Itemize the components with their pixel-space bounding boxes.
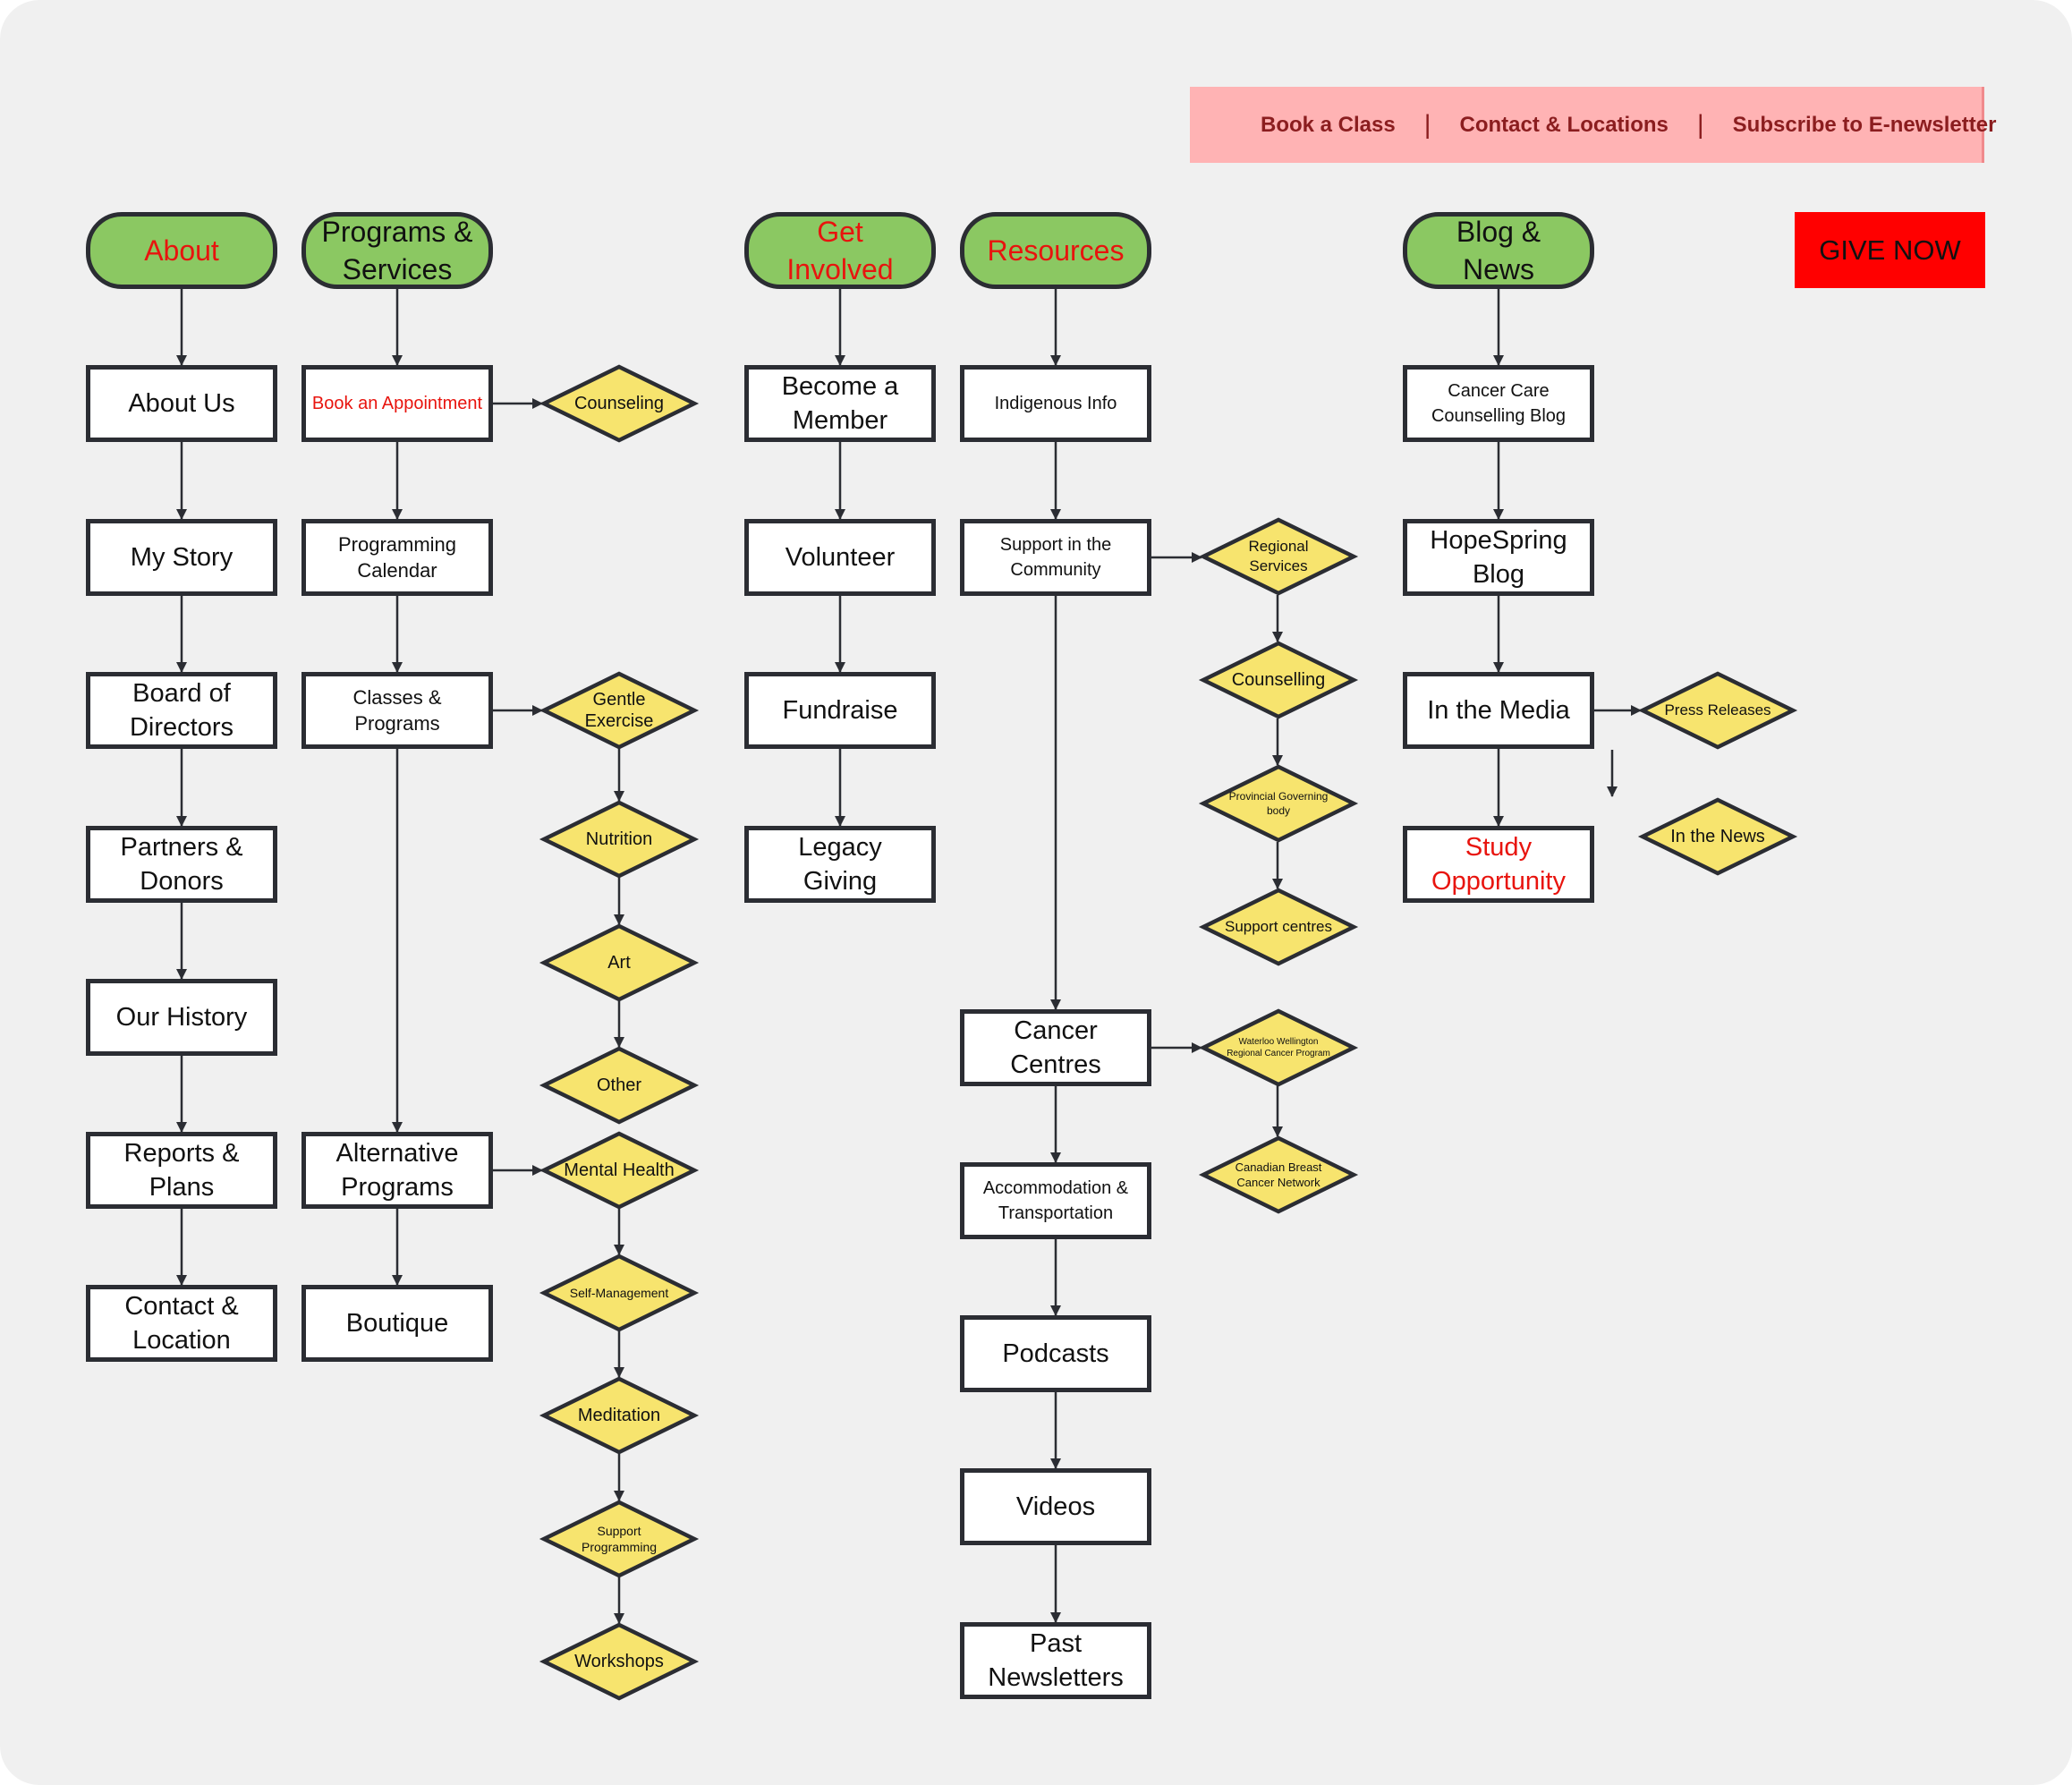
branch-workshops[interactable]: Workshops [539,1622,700,1701]
category-resources[interactable]: Resources [960,212,1151,289]
page-book-appointment[interactable]: Book an Appointment [301,365,493,442]
page-our-history[interactable]: Our History [86,979,277,1056]
page-board-of-directors[interactable]: Board of Directors [86,672,277,749]
page-podcasts[interactable]: Podcasts [960,1315,1151,1392]
branch-label: Canadian Breast Cancer Network [1235,1160,1322,1189]
branch-press-releases[interactable]: Press Releases [1637,671,1798,750]
give-now-button[interactable]: GIVE NOW [1795,212,1985,288]
page-past-newsletters[interactable]: Past Newsletters [960,1622,1151,1699]
branch-label: Mental Health [564,1160,675,1180]
branch-label: Counseling [573,394,665,413]
branch-label: Other [596,1075,642,1095]
page-classes-programs[interactable]: Classes & Programs [301,672,493,749]
page-cancer-care-counselling-blog[interactable]: Cancer Care Counselling Blog [1403,365,1594,442]
page-programming-calendar[interactable]: Programming Calendar [301,519,493,596]
page-partners-donors[interactable]: Partners & Donors [86,826,277,903]
branch-label: Gentle Exercise [584,690,654,731]
branch-label: In the News [1670,827,1765,846]
page-become-member[interactable]: Become a Member [744,365,936,442]
branch-self-management[interactable]: Self-Management [539,1254,700,1332]
branch-label: Self-Management [569,1286,669,1300]
branch-in-the-news[interactable]: In the News [1637,797,1798,876]
branch-art[interactable]: Art [539,923,700,1002]
category-blog-news[interactable]: Blog & News [1403,212,1594,289]
page-in-the-media[interactable]: In the Media [1403,672,1594,749]
nav-separator: | [1423,109,1431,140]
page-alternative-programs[interactable]: Alternative Programs [301,1132,493,1209]
branch-label: Support centres [1224,918,1332,935]
page-indigenous-info[interactable]: Indigenous Info [960,365,1151,442]
branch-canadian-breast-cancer-network[interactable]: Canadian Breast Cancer Network [1198,1135,1359,1214]
branch-label: Waterloo Wellington Regional Cancer Prog… [1227,1037,1330,1058]
branch-label: Workshops [574,1652,664,1671]
branch-label: Nutrition [585,829,653,849]
page-volunteer[interactable]: Volunteer [744,519,936,596]
book-class-link[interactable]: Book a Class [1261,112,1396,137]
branch-counselling[interactable]: Counselling [1198,641,1359,719]
branch-label: Art [607,953,631,973]
page-about-us[interactable]: About Us [86,365,277,442]
branch-gentle-exercise[interactable]: Gentle Exercise [539,671,700,750]
branch-label: Regional Services [1248,538,1309,574]
branch-label: Support Programming [582,1524,658,1554]
page-legacy-giving[interactable]: Legacy Giving [744,826,936,903]
nav-separator: | [1696,109,1704,140]
branch-label: Provincial Governing body [1228,790,1329,817]
branch-regional-services[interactable]: Regional Services [1198,517,1359,596]
branch-waterloo-wellington-program[interactable]: Waterloo Wellington Regional Cancer Prog… [1198,1008,1359,1087]
branch-nutrition[interactable]: Nutrition [539,800,700,879]
page-study-opportunity[interactable]: Study Opportunity [1403,826,1594,903]
category-get-involved[interactable]: Get Involved [744,212,936,289]
category-programs-services[interactable]: Programs & Services [301,212,493,289]
subscribe-newsletter-link[interactable]: Subscribe to E-newsletter [1732,112,1997,137]
branch-meditation[interactable]: Meditation [539,1376,700,1455]
category-about[interactable]: About [86,212,277,289]
branch-mental-health[interactable]: Mental Health [539,1131,700,1210]
branch-label: Meditation [577,1406,661,1425]
page-videos[interactable]: Videos [960,1468,1151,1545]
branch-label: Press Releases [1664,701,1771,718]
branch-label: Counselling [1231,670,1326,690]
page-boutique[interactable]: Boutique [301,1285,493,1362]
page-my-story[interactable]: My Story [86,519,277,596]
page-contact-location[interactable]: Contact & Location [86,1285,277,1362]
branch-support-centres[interactable]: Support centres [1198,888,1359,966]
branch-support-programming[interactable]: Support Programming [539,1500,700,1578]
top-nav-bar: Book a Class | Contact & Locations | Sub… [1190,87,1996,163]
branch-counseling[interactable]: Counseling [539,364,700,443]
page-support-community[interactable]: Support in the Community [960,519,1151,596]
contact-locations-link[interactable]: Contact & Locations [1459,112,1669,137]
branch-provincial-governing-body[interactable]: Provincial Governing body [1198,764,1359,843]
page-reports-plans[interactable]: Reports & Plans [86,1132,277,1209]
page-cancer-centres[interactable]: Cancer Centres [960,1009,1151,1086]
branch-other[interactable]: Other [539,1046,700,1125]
page-fundraise[interactable]: Fundraise [744,672,936,749]
page-hopespring-blog[interactable]: HopeSpring Blog [1403,519,1594,596]
page-accommodation-transportation[interactable]: Accommodation & Transportation [960,1162,1151,1239]
